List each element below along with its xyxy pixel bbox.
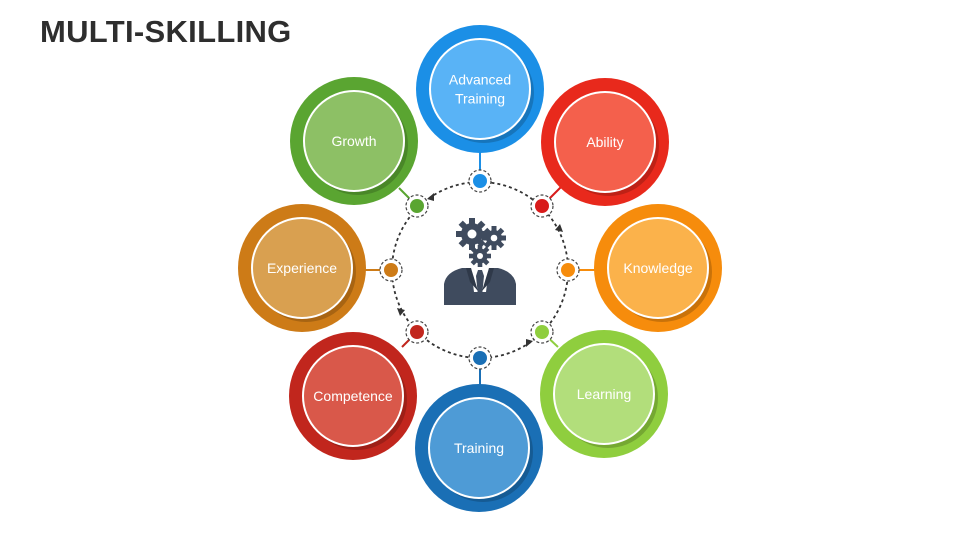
node-ability: Ability (541, 78, 669, 206)
connectors (362, 150, 598, 388)
node-face-competence (302, 345, 404, 447)
node-face-knowledge (607, 217, 709, 319)
node-label-knowledge: Knowledge (623, 260, 692, 276)
dot-advanced-training (473, 174, 487, 188)
node-knowledge: Knowledge (594, 204, 722, 332)
node-face-ability (554, 91, 656, 193)
dot-experience (384, 263, 398, 277)
node-label-competence: Competence (313, 388, 393, 404)
node-training: Training (415, 384, 543, 512)
businessman-with-gears-icon (444, 218, 516, 305)
node-label-advanced-training: Advanced (449, 72, 511, 88)
node-competence: Competence (289, 332, 417, 460)
dot-training (473, 351, 487, 365)
node-label-experience: Experience (267, 260, 337, 276)
ring-arrows (397, 193, 563, 347)
node-growth: Growth (290, 77, 418, 205)
node-label-growth: Growth (331, 133, 376, 149)
node-face-experience (251, 217, 353, 319)
node-face-learning (553, 343, 655, 445)
node-face-training (428, 397, 530, 499)
node-label-learning: Learning (577, 386, 632, 402)
dot-knowledge (561, 263, 575, 277)
page-title: MULTI-SKILLING (40, 14, 292, 49)
node-face-advanced-training (429, 38, 531, 140)
dot-learning (535, 325, 549, 339)
node-learning: Learning (540, 330, 668, 458)
node-label-training: Training (454, 440, 504, 456)
node-experience: Experience (238, 204, 366, 332)
node-label-advanced-training: Training (455, 91, 505, 107)
nodes: AdvancedTrainingAbilityKnowledgeLearning… (238, 25, 722, 512)
node-label-ability: Ability (586, 134, 623, 150)
node-face-growth (303, 90, 405, 192)
dot-competence (410, 325, 424, 339)
dot-ability (535, 199, 549, 213)
dot-growth (410, 199, 424, 213)
